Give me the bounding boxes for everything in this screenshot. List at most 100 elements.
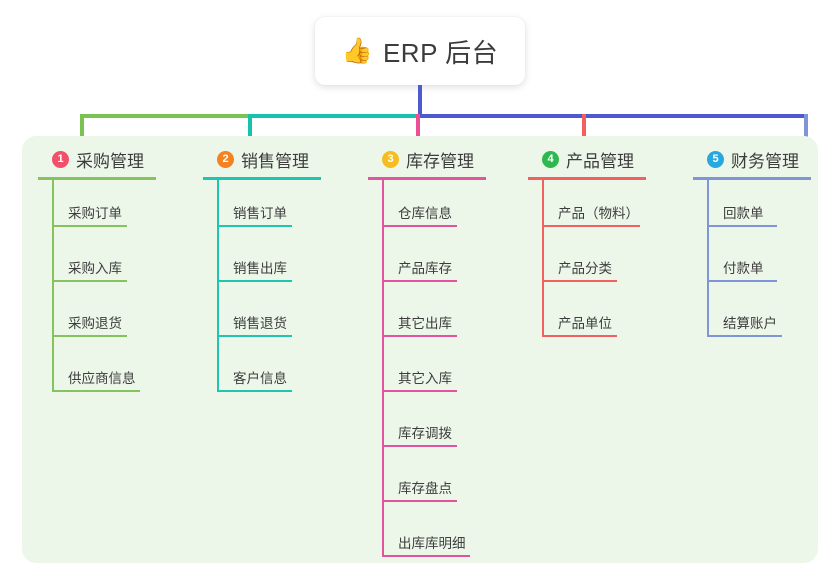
root-node-card[interactable]: 👍 ERP 后台 <box>315 17 525 85</box>
list-item-rule <box>382 555 470 557</box>
list-item-label: 库存盘点 <box>398 481 452 496</box>
list-item-label: 销售订单 <box>233 206 287 221</box>
connector-drop-1 <box>80 114 84 138</box>
list-item[interactable]: 产品（物料） <box>528 180 646 235</box>
column-index-badge: 2 <box>217 150 234 168</box>
column-header-2[interactable]: 2 销售管理 <box>203 146 321 172</box>
column-spine <box>52 180 54 392</box>
list-item-rule <box>217 390 292 392</box>
list-item[interactable]: 产品单位 <box>528 290 646 345</box>
list-item[interactable]: 客户信息 <box>203 345 321 400</box>
list-item-label: 库存调拨 <box>398 426 452 441</box>
list-item-label: 销售退货 <box>233 316 287 331</box>
list-item-label: 仓库信息 <box>398 206 452 221</box>
column-title: 财务管理 <box>731 151 799 171</box>
list-item-rule <box>217 225 292 227</box>
list-item-rule <box>382 280 457 282</box>
list-item[interactable]: 其它出库 <box>368 290 486 345</box>
column-spine <box>707 180 709 337</box>
list-item-label: 供应商信息 <box>68 371 136 386</box>
column-header-3[interactable]: 3 库存管理 <box>368 146 486 172</box>
column-header-rule <box>693 177 811 180</box>
list-item[interactable]: 其它入库 <box>368 345 486 400</box>
connector-bus-segment-2 <box>250 114 420 118</box>
list-item-rule <box>707 280 777 282</box>
column-index-badge: 1 <box>52 150 69 168</box>
list-item-label: 付款单 <box>723 261 764 276</box>
column-库存管理: 3 库存管理仓库信息产品库存其它出库其它入库库存调拨库存盘点出库库明细 <box>368 146 486 565</box>
list-item[interactable]: 销售订单 <box>203 180 321 235</box>
list-item-rule <box>217 335 292 337</box>
list-item-label: 产品单位 <box>558 316 612 331</box>
thumbs-up-icon: 👍 <box>341 36 373 65</box>
column-header-rule <box>368 177 486 180</box>
list-item[interactable]: 仓库信息 <box>368 180 486 235</box>
list-item-rule <box>52 280 127 282</box>
column-spine <box>382 180 384 557</box>
list-item-rule <box>707 335 782 337</box>
list-item-label: 客户信息 <box>233 371 287 386</box>
column-index-badge: 4 <box>542 150 559 168</box>
column-title: 产品管理 <box>566 151 634 171</box>
list-item-rule <box>52 225 127 227</box>
list-item-label: 其它入库 <box>398 371 452 386</box>
list-item[interactable]: 采购订单 <box>38 180 156 235</box>
list-item-rule <box>382 225 457 227</box>
column-items: 产品（物料） 产品分类产品单位 <box>528 180 646 345</box>
root-node-label: ERP 后台 <box>382 37 499 68</box>
list-item-rule <box>542 225 640 227</box>
list-item[interactable]: 回款单 <box>693 180 811 235</box>
diagram-panel <box>22 136 818 563</box>
connector-drop-3 <box>416 114 420 138</box>
connector-drop-4 <box>582 114 586 138</box>
list-item-label: 销售出库 <box>233 261 287 276</box>
list-item-rule <box>382 335 457 337</box>
connector-root-stem <box>418 85 422 117</box>
column-items: 采购订单采购入库采购退货供应商信息 <box>38 180 156 400</box>
list-item-label: 结算账户 <box>723 316 777 331</box>
column-财务管理: 5 财务管理回款单付款单结算账户 <box>693 146 811 345</box>
column-spine <box>217 180 219 392</box>
list-item-rule <box>382 500 457 502</box>
list-item-rule <box>382 390 457 392</box>
list-item-label: 回款单 <box>723 206 764 221</box>
list-item[interactable]: 产品分类 <box>528 235 646 290</box>
list-item[interactable]: 采购入库 <box>38 235 156 290</box>
list-item[interactable]: 销售退货 <box>203 290 321 345</box>
list-item[interactable]: 销售出库 <box>203 235 321 290</box>
connector-bus-segment-3 <box>418 114 808 118</box>
column-index-badge: 3 <box>382 150 399 168</box>
list-item-rule <box>52 335 127 337</box>
list-item-rule <box>217 280 292 282</box>
list-item-label: 产品分类 <box>558 261 612 276</box>
column-销售管理: 2 销售管理销售订单销售出库销售退货客户信息 <box>203 146 321 400</box>
column-产品管理: 4 产品管理产品（物料） 产品分类产品单位 <box>528 146 646 345</box>
list-item-rule <box>542 280 617 282</box>
column-header-5[interactable]: 5 财务管理 <box>693 146 811 172</box>
column-header-rule <box>203 177 321 180</box>
list-item[interactable]: 出库库明细 <box>368 510 486 565</box>
column-index-badge: 5 <box>707 150 724 168</box>
list-item-label: 产品（物料） <box>558 206 639 221</box>
column-title: 销售管理 <box>241 151 309 171</box>
list-item[interactable]: 采购退货 <box>38 290 156 345</box>
list-item[interactable]: 结算账户 <box>693 290 811 345</box>
column-items: 回款单付款单结算账户 <box>693 180 811 345</box>
column-title: 库存管理 <box>406 151 474 171</box>
list-item[interactable]: 产品库存 <box>368 235 486 290</box>
list-item[interactable]: 付款单 <box>693 235 811 290</box>
column-header-4[interactable]: 4 产品管理 <box>528 146 646 172</box>
list-item-rule <box>52 390 140 392</box>
list-item-label: 其它出库 <box>398 316 452 331</box>
connector-bus-segment-1 <box>80 114 252 118</box>
column-items: 销售订单销售出库销售退货客户信息 <box>203 180 321 400</box>
column-items: 仓库信息产品库存其它出库其它入库库存调拨库存盘点出库库明细 <box>368 180 486 565</box>
list-item-label: 采购退货 <box>68 316 122 331</box>
list-item[interactable]: 供应商信息 <box>38 345 156 400</box>
list-item[interactable]: 库存调拨 <box>368 400 486 455</box>
list-item-label: 采购入库 <box>68 261 122 276</box>
list-item[interactable]: 库存盘点 <box>368 455 486 510</box>
list-item-label: 产品库存 <box>398 261 452 276</box>
